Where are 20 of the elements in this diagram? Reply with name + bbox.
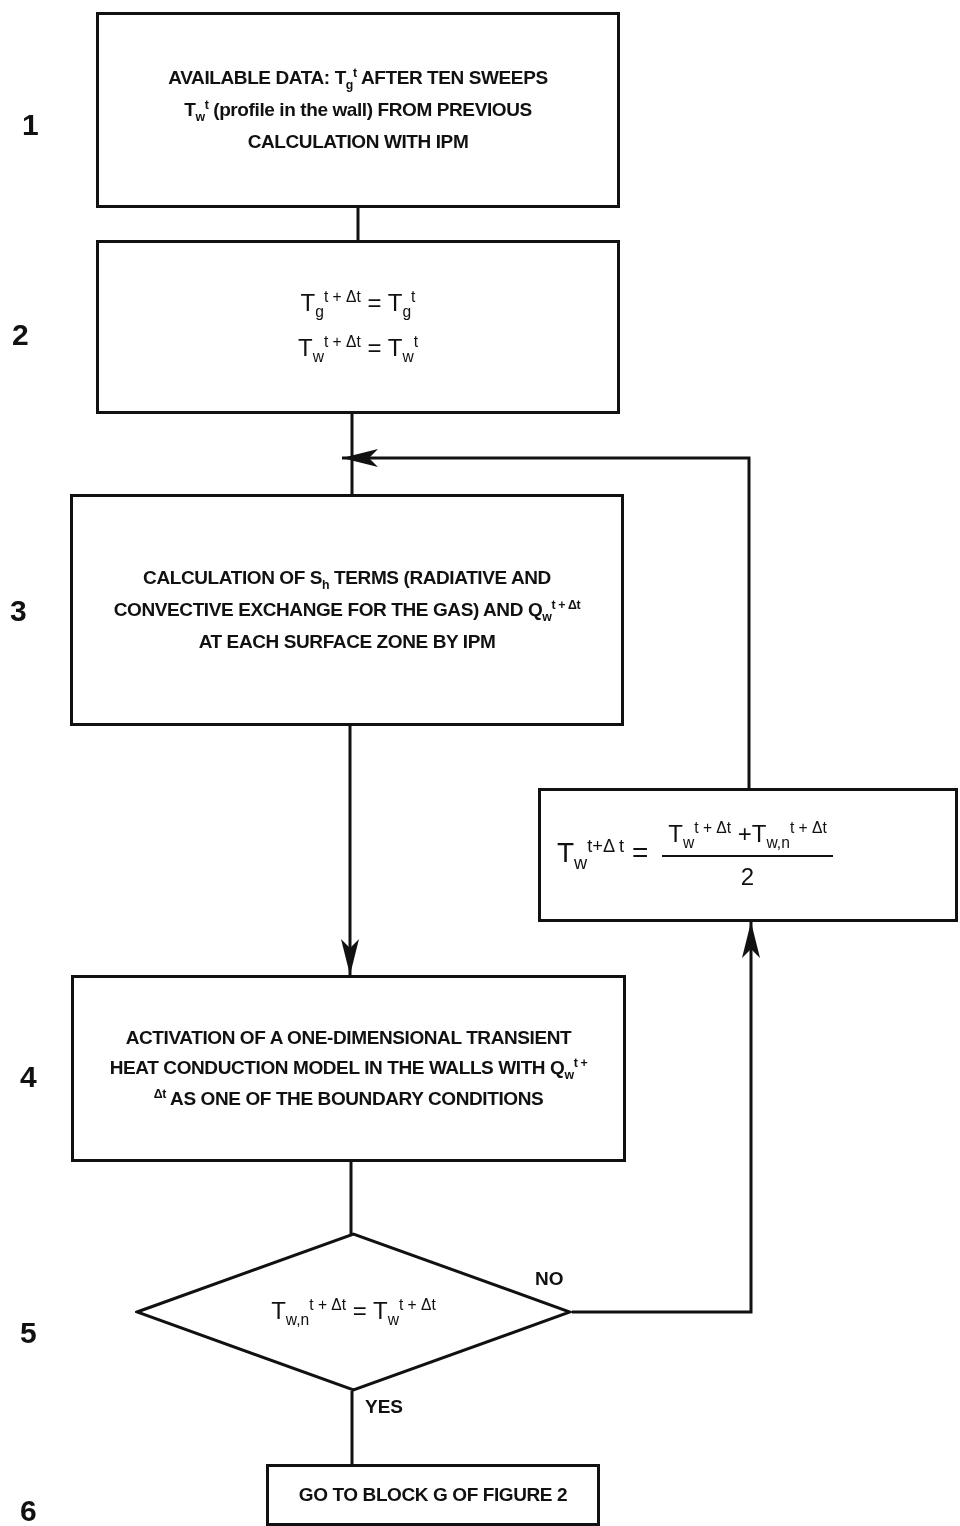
step-number: 2 (12, 318, 29, 352)
formula: 2 (740, 863, 755, 892)
formula-box (96, 240, 620, 414)
process-box (266, 1464, 600, 1526)
step-number: 1 (22, 108, 39, 142)
process-box (96, 12, 620, 208)
process-box (70, 494, 624, 726)
process-box (71, 975, 626, 1162)
connector-arrow (341, 726, 359, 975)
connector-arrow (342, 449, 751, 788)
formula: T$_{w}$$^{t+Δ t}$ = (557, 836, 649, 874)
step-number: 5 (20, 1316, 37, 1350)
decision-diamond (135, 1232, 572, 1392)
connector-arrow (572, 922, 760, 1314)
formula-box (538, 788, 958, 922)
step-text: GO TO BLOCK G OF FIGURE 2 (297, 1483, 569, 1508)
step-number: 6 (20, 1494, 37, 1526)
step-number: 3 (10, 594, 27, 628)
step-number: 4 (20, 1060, 37, 1094)
step-text: AVAILABLE DATA: T$_{g}$$^{t}$ AFTER TEN SWEEPS T$_{w}$$^{t}$ (profile in the wall) FROM PREVIOUS CALCULATION WITH IPM (167, 65, 549, 155)
